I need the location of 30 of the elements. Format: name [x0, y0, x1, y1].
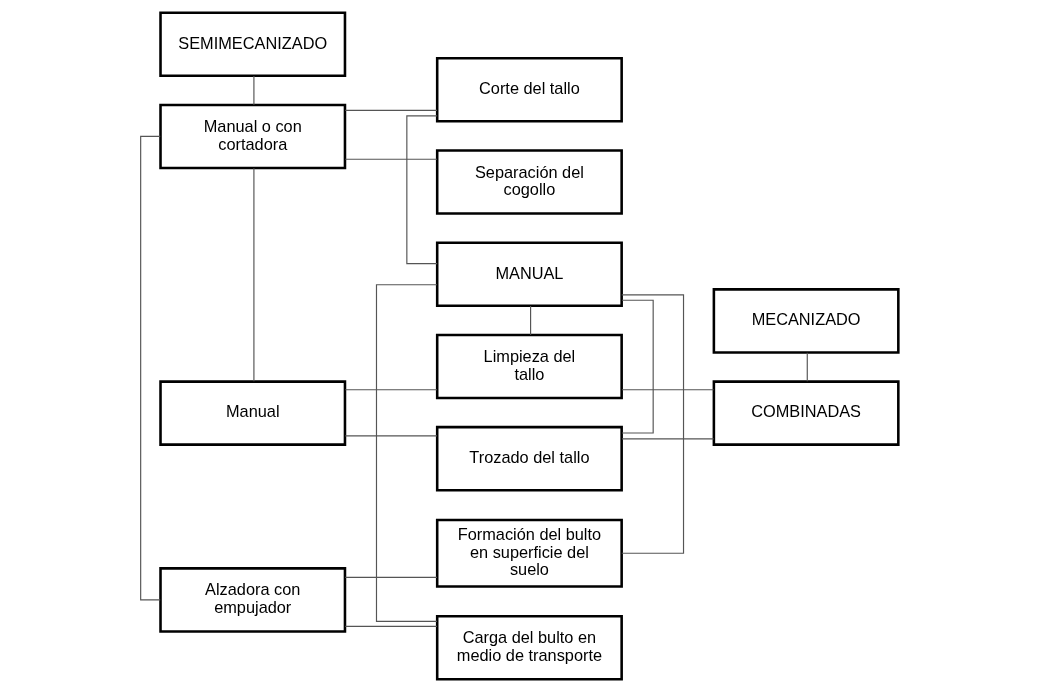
node-box: MECANIZADO [712, 288, 900, 354]
node-box: Formación del bulto en superficie del suelo [435, 518, 623, 588]
node-box: Manual o con cortadora [158, 103, 346, 170]
node-box: Corte del tallo [435, 56, 623, 123]
connector [620, 299, 654, 434]
connector [252, 75, 254, 106]
connector [344, 389, 438, 391]
connector [344, 158, 438, 160]
connector [620, 294, 684, 554]
connector [375, 284, 437, 622]
connector [620, 438, 714, 440]
connector [139, 135, 161, 601]
node-box: Carga del bulto en medio de transporte [435, 614, 623, 681]
connector [344, 576, 438, 579]
node-box: COMBINADAS [712, 380, 900, 446]
node-box: Separación del cogollo [435, 149, 623, 215]
node-box: Trozado del tallo [435, 425, 623, 492]
node-box: Alzadora con empujador [158, 567, 346, 633]
connector [405, 115, 438, 265]
connector [806, 352, 808, 382]
connector [344, 109, 438, 111]
connector [529, 305, 531, 336]
connector [344, 435, 438, 437]
node-box: MANUAL [435, 241, 623, 307]
node-box: SEMIMECANIZADO [158, 11, 346, 78]
node-box: Manual [158, 380, 346, 446]
node-box: Limpieza del tallo [435, 333, 623, 400]
connector [252, 167, 254, 382]
connector [344, 625, 438, 627]
connector [620, 389, 714, 391]
